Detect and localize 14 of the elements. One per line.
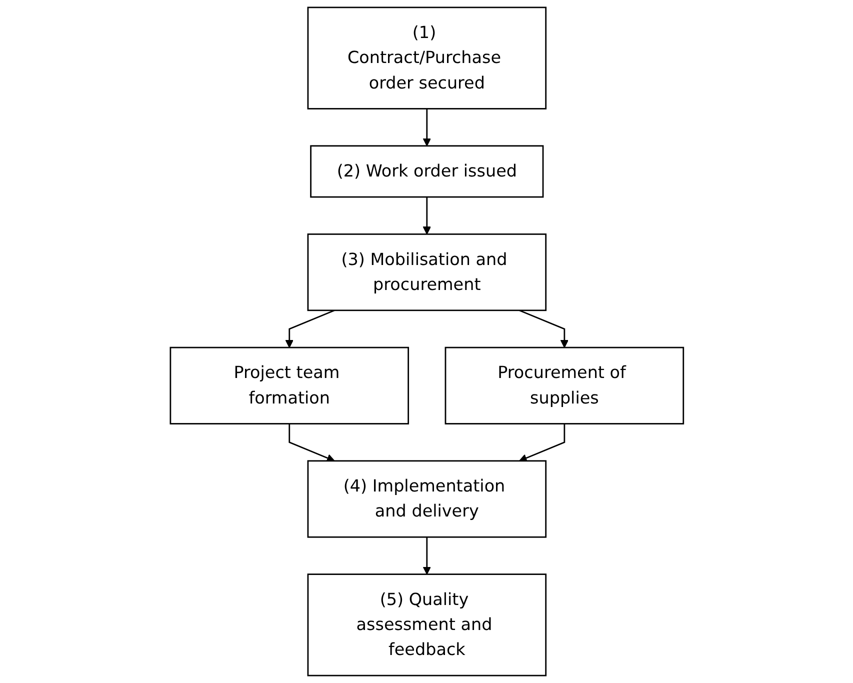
node-box: (1) Contract/Purchase order secured [306, 6, 546, 110]
node-box: (3) Mobilisation and procurement [306, 233, 546, 312]
arrow [284, 310, 334, 348]
node-box: Project team formation [169, 346, 409, 424]
arrow [422, 108, 431, 146]
arrow [288, 424, 334, 462]
arrow [518, 310, 568, 348]
arrow [422, 197, 431, 235]
node-box: (2) Work order issued [310, 145, 544, 198]
arrow [422, 537, 431, 575]
node-box: (5) Quality assessment and feedback [306, 574, 546, 676]
arrow [518, 424, 565, 462]
node-box: Procurement of supplies [444, 346, 684, 424]
node-box: (4) Implementation and delivery [306, 460, 546, 538]
